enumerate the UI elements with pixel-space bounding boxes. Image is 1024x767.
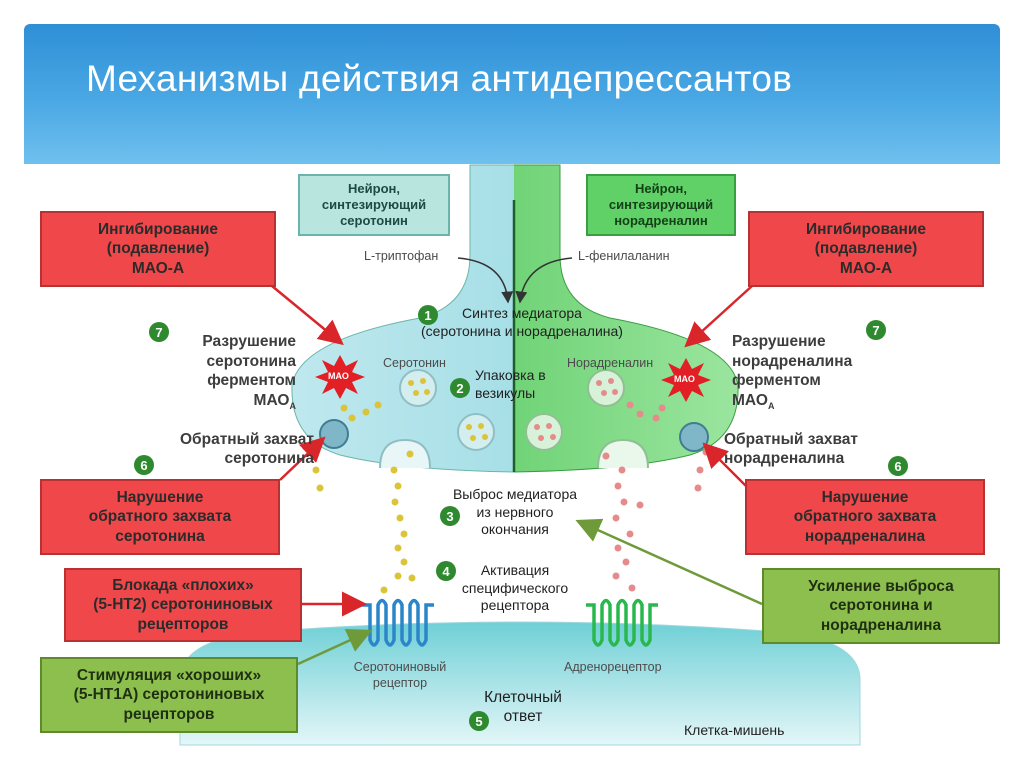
mao-inhibition-right-box: Ингибирование (подавление) МАО-А — [748, 211, 984, 287]
step5-badge: 5 — [469, 711, 489, 731]
serotonin-transporter — [319, 419, 349, 449]
step7-left-text: Разрушение серотонина ферментом МАОA — [202, 333, 296, 411]
phenylalanine-label: L-фенилаланин — [578, 249, 670, 263]
tryptophan-label: L-триптофан — [364, 249, 439, 263]
step3-badge: 3 — [440, 506, 460, 526]
mao-star-right — [661, 358, 711, 402]
step3-text: Выброс медиатора из нервного окончания — [452, 486, 578, 537]
reuptake-block-right-box: Нарушение обратного захвата норадреналин… — [745, 479, 985, 555]
step4-badge: 4 — [436, 561, 456, 581]
mao-left-label: МАО — [328, 371, 349, 381]
step6-left-badge: 6 — [134, 455, 154, 475]
mao-inhibition-left-box: Ингибирование (подавление) МАО-А — [40, 211, 276, 287]
step6-right-text: Обратный захват норадреналина — [724, 431, 859, 468]
step6-right-badge: 6 — [888, 456, 908, 476]
target-cell-label: Клетка-мишень — [684, 722, 785, 738]
step2-badge: 2 — [450, 378, 470, 398]
target-cell — [179, 621, 861, 746]
step2-text: Упаковка в везикулы — [475, 367, 546, 401]
step6-left-text: Обратный захват серотонина — [179, 431, 314, 468]
noradrenaline-neuron-label: Нейрон, синтезирующий норадреналин — [586, 174, 736, 236]
slide-header — [24, 24, 1000, 164]
serotonin-label: Серотонин — [383, 356, 446, 370]
noradrenaline-transporter — [679, 422, 709, 452]
slide-title: Механизмы действия антидепрессантов — [86, 58, 793, 99]
mao-right-label: МАО — [674, 374, 695, 384]
mao-star-left — [315, 355, 365, 399]
block-5ht2-box: Блокада «плохих» (5-НТ2) серотониновых р… — [64, 568, 302, 642]
reuptake-block-left-box: Нарушение обратного захвата серотонина — [40, 479, 280, 555]
enhance-release-box: Усиление выброса серотонина и норадренал… — [762, 568, 1000, 644]
step5-text: Клеточный ответ — [484, 689, 562, 726]
step1-badge: 1 — [418, 305, 438, 325]
step7-right-badge: 7 — [866, 320, 886, 340]
serotonin-receptor-coil — [362, 598, 434, 647]
adreno-receptor-label: Адренорецептор — [564, 660, 662, 674]
serotonin-dots — [308, 401, 416, 594]
noradrenaline-vesicles — [525, 369, 649, 469]
serotonin-neuron-label: Нейрон, синтезирующий серотонин — [298, 174, 450, 236]
step7-right-text: Разрушение норадреналина ферментом МАОA — [732, 333, 853, 411]
noradrenaline-label: Норадреналин — [567, 356, 654, 370]
step4-text: Активация специфического рецептора — [461, 562, 569, 613]
step1-text: Синтез медиатора (серотонина и норадрена… — [421, 305, 623, 339]
step7-left-badge: 7 — [149, 322, 169, 342]
adreno-receptor-coil — [586, 598, 658, 647]
serotonin-receptor-label: Серотониновый рецептор — [353, 660, 447, 690]
stimulate-5ht1a-box: Стимуляция «хороших» (5-НТ1А) серотонино… — [40, 657, 298, 733]
serotonin-vesicles — [379, 369, 495, 469]
